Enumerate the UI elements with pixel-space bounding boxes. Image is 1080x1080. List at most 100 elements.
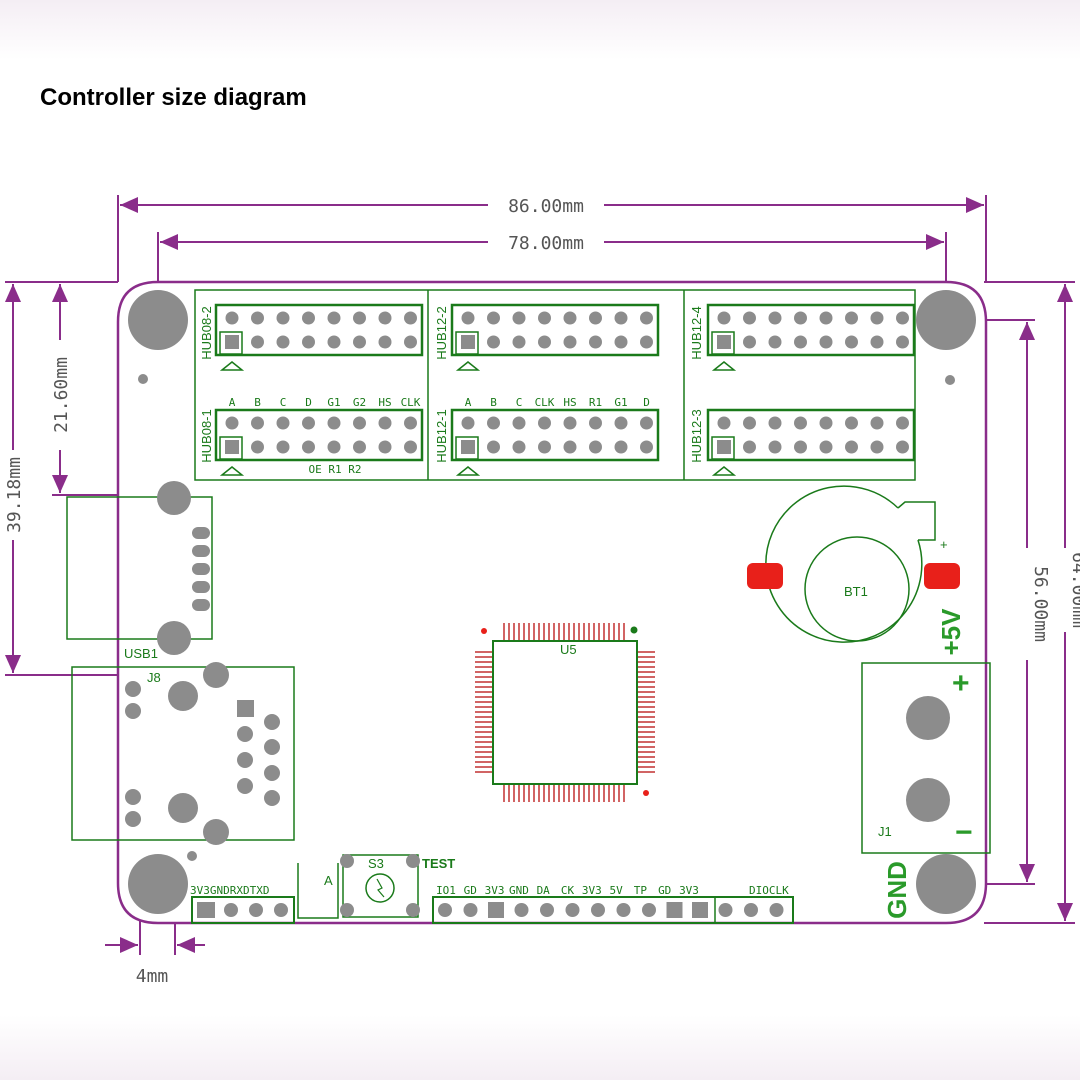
hub-pin	[614, 311, 628, 325]
header-pin	[769, 903, 784, 917]
hub-pin	[743, 311, 756, 325]
hub-pin	[743, 440, 756, 454]
hub-pin	[225, 440, 239, 454]
header-pin	[540, 903, 554, 917]
j8-label: J8	[147, 670, 161, 685]
hub-pin	[819, 335, 833, 349]
pin-name-label: CLK	[401, 396, 421, 409]
hub-pin	[896, 335, 909, 349]
pin-name-label: D	[643, 396, 650, 409]
dim-height-holes: 56.00mm	[1030, 566, 1051, 642]
hub-pin	[538, 335, 551, 349]
hub-pin	[870, 335, 884, 349]
board-outline	[116, 280, 988, 925]
hub-pin	[794, 311, 807, 325]
hub-pin	[276, 311, 290, 325]
hub-pin	[640, 335, 653, 349]
hub-pin	[794, 335, 807, 349]
header-pin	[642, 903, 656, 917]
bt1-pad-right	[924, 563, 960, 589]
pin-name-label: D	[305, 396, 312, 409]
hub-pin	[302, 440, 315, 454]
hub-pin	[302, 335, 315, 349]
hub-pin	[640, 416, 653, 430]
hub-pin	[461, 335, 475, 349]
hub-pin	[378, 311, 392, 325]
hub12-4-label: HUB12-4	[689, 306, 704, 359]
pin-name-label: CLK	[535, 396, 555, 409]
hub-pin	[353, 311, 366, 325]
j1-label: J1	[878, 824, 892, 839]
hub-pin	[768, 440, 782, 454]
hub-pin	[404, 416, 417, 430]
header-pin	[565, 903, 580, 917]
hub-pin	[794, 416, 807, 430]
pin-name-label: HS	[378, 396, 391, 409]
hub-pin	[512, 335, 526, 349]
minus-sign: −	[955, 816, 973, 849]
s3-button	[342, 854, 419, 918]
hub-pin	[717, 440, 731, 454]
bottom-header-label: 3V3	[485, 884, 505, 897]
hub-pin	[614, 416, 628, 430]
hub-pin	[276, 416, 290, 430]
dim-left-21: 21.60mm	[51, 357, 72, 433]
background-top	[0, 0, 1080, 60]
usb-connector	[66, 496, 213, 640]
header-pin	[514, 903, 529, 917]
hub-pin	[640, 311, 653, 325]
hub-pin	[640, 440, 653, 454]
hub-pin	[327, 335, 341, 349]
hub-pin	[819, 440, 833, 454]
hub-pin	[327, 440, 341, 454]
hub08-1-bottom-labels: OE R1 R2	[309, 463, 362, 476]
hub-pin	[404, 311, 417, 325]
bt1-battery	[765, 485, 936, 643]
background-bottom	[0, 1015, 1080, 1080]
hub-pin	[276, 335, 290, 349]
hub-pin	[589, 416, 602, 430]
hub-pin	[353, 440, 366, 454]
bottom-header-label: GD	[464, 884, 477, 897]
hub-pin	[819, 311, 833, 325]
usb-label: USB1	[124, 646, 158, 661]
u5-chip	[475, 623, 655, 802]
hub-pin	[870, 416, 884, 430]
dim-width-holes: 78.00mm	[508, 233, 584, 254]
hub-pin	[251, 335, 264, 349]
bt1-pad-left	[747, 563, 783, 589]
pin-name-label: G1	[327, 396, 340, 409]
bt1-plus: +	[940, 537, 948, 552]
hub-pin	[870, 311, 884, 325]
hub-pin	[512, 416, 526, 430]
hub-pin	[353, 416, 366, 430]
pin-name-label: HS	[563, 396, 576, 409]
hub-pin	[461, 416, 475, 430]
bottom-header-label: 3V3	[582, 884, 602, 897]
bottom-header-label: 5V	[609, 884, 623, 897]
page-title: Controller size diagram	[40, 84, 307, 111]
header-pin	[438, 903, 452, 917]
pin-name-label: B	[254, 396, 261, 409]
hub-pin	[614, 335, 628, 349]
hub-pin	[512, 311, 526, 325]
bottom-header-label: GD	[658, 884, 671, 897]
bottom-header-label: 3V3	[679, 884, 699, 897]
hub-pin	[614, 440, 628, 454]
dim-height-outer: 64.00mm	[1068, 552, 1080, 628]
dim-left-39: 39.18mm	[4, 457, 25, 533]
j1-terminal	[861, 662, 991, 854]
hub-pin	[512, 440, 526, 454]
pin-name-label: A	[465, 396, 472, 409]
pin-name-label: A	[229, 396, 236, 409]
test-label: TEST	[422, 856, 455, 871]
header-pin	[463, 903, 478, 917]
hub-pin	[717, 416, 731, 430]
bottom-header-label: DA	[537, 884, 551, 897]
pin-name-label: G1	[614, 396, 627, 409]
hub08-2-label: HUB08-2	[199, 306, 214, 359]
hub-pin	[487, 416, 500, 430]
hub-pin	[487, 335, 500, 349]
hub-pin	[563, 311, 577, 325]
